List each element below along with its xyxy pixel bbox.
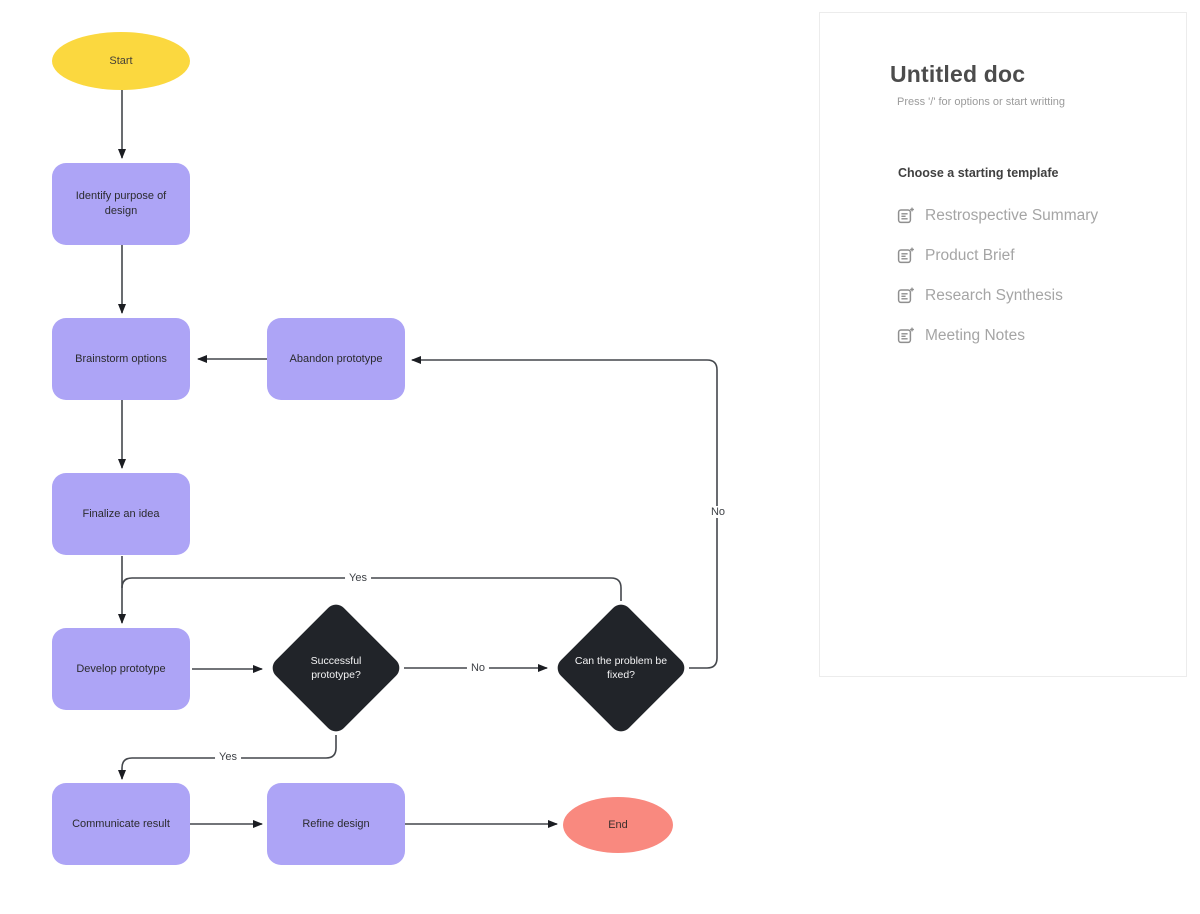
- doc-template-icon: [897, 287, 914, 304]
- node-label: Identify purpose of design: [75, 190, 167, 217]
- node-label: Can the problem be fixed?: [574, 654, 668, 681]
- edge-label-yes-bottom[interactable]: Yes: [215, 751, 241, 763]
- doc-template-icon: [897, 207, 914, 224]
- flowchart-node-can-problem-be-fixed[interactable]: Can the problem be fixed?: [553, 600, 689, 736]
- templates-header: Choose a starting templafe: [898, 166, 1059, 180]
- template-item-research-synthesis[interactable]: Research Synthesis: [897, 276, 1166, 316]
- flowchart-node-identify-purpose[interactable]: Identify purpose of design: [52, 163, 190, 245]
- doc-title[interactable]: Untitled doc: [890, 61, 1026, 87]
- doc-panel: Untitled doc Press '/' for options or st…: [819, 12, 1187, 677]
- template-label: Research Synthesis: [925, 287, 1063, 304]
- flowchart-node-develop-prototype[interactable]: Develop prototype: [52, 628, 190, 710]
- templates-list: Restrospective Summary Product Brief: [897, 196, 1166, 356]
- flowchart-node-brainstorm-options[interactable]: Brainstorm options: [52, 318, 190, 400]
- edge-label-no-between[interactable]: No: [466, 662, 490, 674]
- connector-canfix-develop-yes[interactable]: [121, 577, 622, 601]
- flowchart-node-abandon-prototype[interactable]: Abandon prototype: [267, 318, 405, 400]
- flowchart-node-communicate-result[interactable]: Communicate result: [52, 783, 190, 865]
- doc-template-icon: [897, 327, 914, 344]
- flowchart-node-finalize-idea[interactable]: Finalize an idea: [52, 473, 190, 555]
- node-label: Develop prototype: [76, 662, 166, 675]
- template-label: Restrospective Summary: [925, 207, 1099, 224]
- node-label: Abandon prototype: [289, 352, 383, 365]
- flowchart-node-end[interactable]: End: [563, 797, 673, 853]
- template-item-meeting-notes[interactable]: Meeting Notes: [897, 316, 1166, 356]
- template-item-product-brief[interactable]: Product Brief: [897, 236, 1166, 276]
- node-label: Communicate result: [72, 817, 170, 830]
- flowchart-node-refine-design[interactable]: Refine design: [267, 783, 405, 865]
- node-label: Start: [109, 54, 133, 67]
- node-label: Finalize an idea: [82, 507, 160, 520]
- edge-label-yes-top[interactable]: Yes: [345, 572, 371, 584]
- node-label: Successful prototype?: [310, 654, 362, 681]
- connector-canfix-abandon-no[interactable]: [411, 356, 718, 669]
- flowchart-node-start[interactable]: Start: [52, 32, 190, 90]
- edge-label-no-loop[interactable]: No: [706, 506, 730, 518]
- node-label: Brainstorm options: [75, 352, 167, 365]
- flowchart-node-successful-prototype[interactable]: Successful prototype?: [268, 600, 404, 736]
- template-label: Product Brief: [925, 247, 1015, 264]
- doc-placeholder-text[interactable]: Press '/' for options or start writting: [897, 96, 1066, 108]
- template-item-retrospective-summary[interactable]: Restrospective Summary: [897, 196, 1166, 236]
- node-label: Refine design: [302, 817, 370, 830]
- node-label: End: [608, 818, 628, 831]
- doc-template-icon: [897, 247, 914, 264]
- template-label: Meeting Notes: [925, 327, 1025, 344]
